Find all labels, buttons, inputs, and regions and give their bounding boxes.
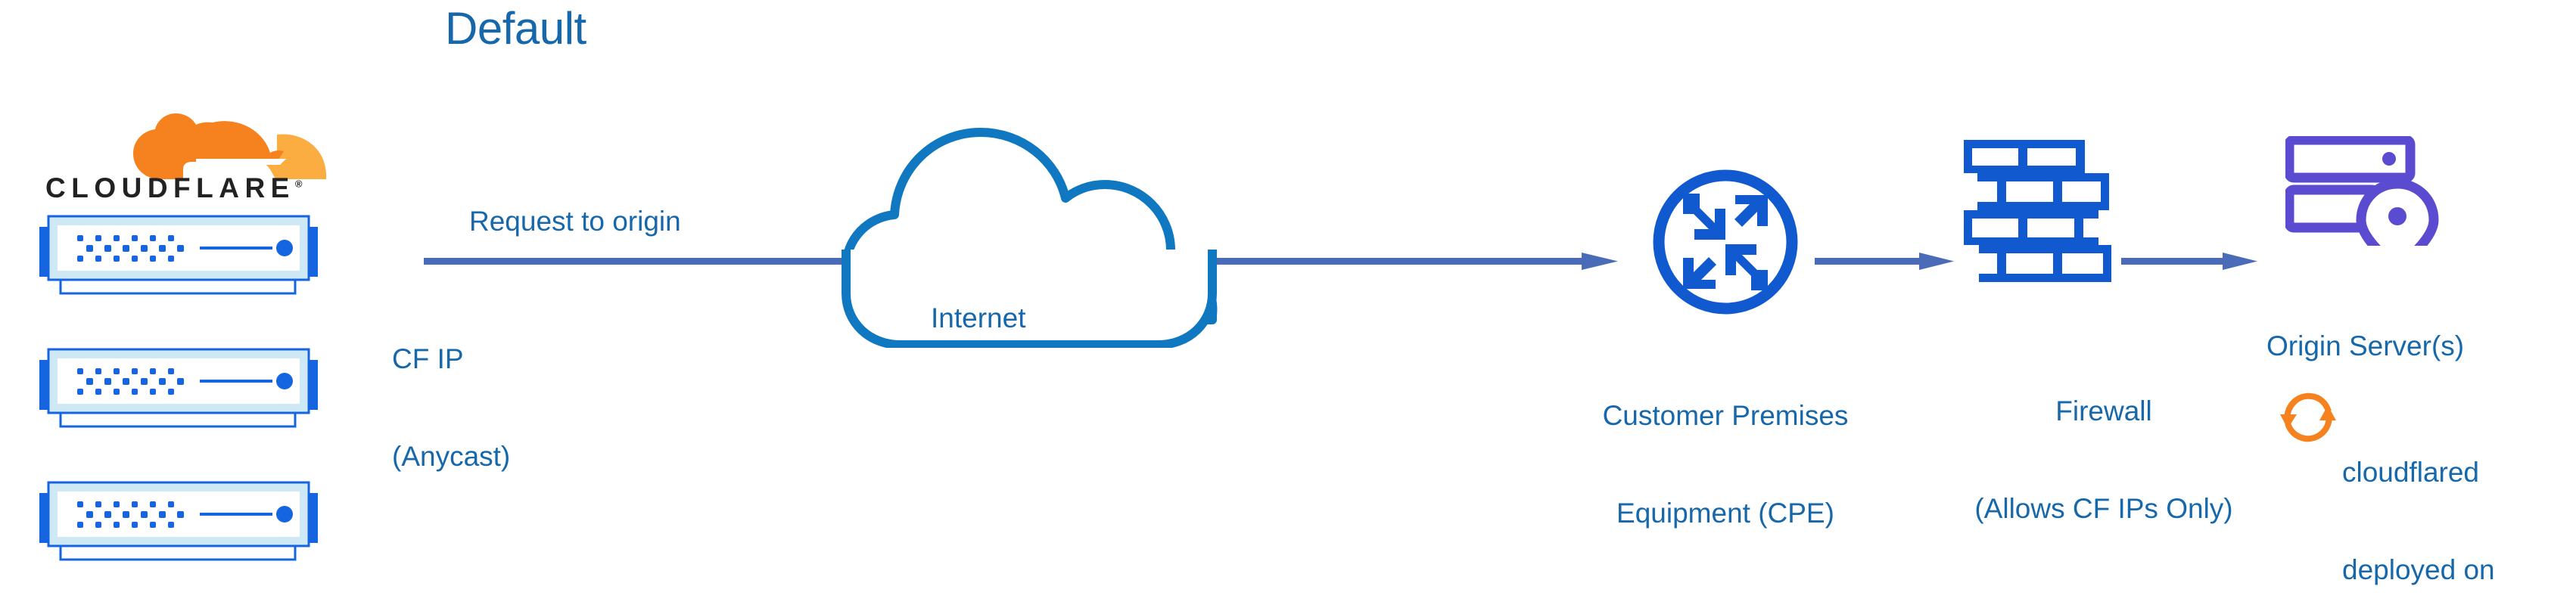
cpe-label-line1: Customer Premises [1602,399,1849,431]
firewall-label: Firewall (Allows CF IPs Only) [1892,330,2316,590]
firewall-label-line2: (Allows CF IPs Only) [1974,492,2233,524]
cloudflared-label: cloudflared deployed on servers [2342,392,2495,614]
cpe-label: Customer Premises Equipment (CPE) [1555,335,1896,594]
cloudflare-wordmark: CLOUDFLARE® [45,174,302,202]
cf-ip-label-line2: (Anycast) [392,440,511,472]
arrow-right-icon [2121,250,2259,272]
arrow-right-icon [1815,250,1955,272]
router-circle-icon [1650,166,1801,321]
firewall-label-line1: Firewall [2055,395,2152,426]
server-rack-icon [17,342,342,429]
cloud-base-arc [832,250,1241,352]
brick-wall-icon [1964,140,2123,291]
cf-ip-anycast-label: CF IP (Anycast) [392,278,510,538]
origin-server-label: Origin Server(s) [2266,330,2465,361]
internet-label: Internet [931,302,1026,333]
cpe-label-line2: Equipment (CPE) [1616,497,1834,529]
request-to-origin-label: Request to origin [469,206,681,237]
server-rack-icon [17,475,342,562]
sync-circular-arrows-icon [2278,387,2338,451]
cloudflared-label-line1: cloudflared [2342,456,2480,488]
cf-ip-label-line1: CF IP [392,343,464,374]
cloudflare-wordmark-text: CLOUDFLARE [45,172,295,203]
cloudflare-cloud-logo [36,106,354,204]
registered-trademark-icon: ® [294,178,303,190]
cloudflared-label-line2: deployed on [2342,554,2495,585]
server-stack-location-pin-icon [2284,135,2456,277]
server-rack-icon [17,209,342,296]
page-title: Default [445,3,586,54]
